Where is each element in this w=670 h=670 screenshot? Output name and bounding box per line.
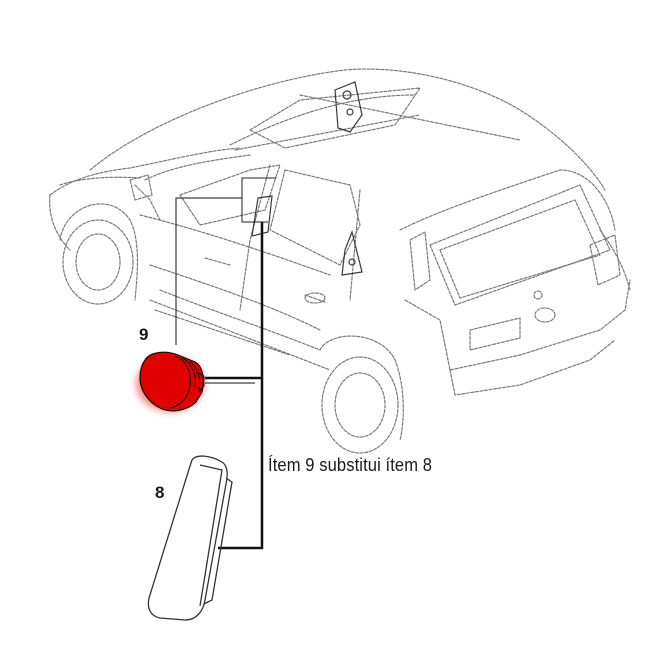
leader-lines (175, 197, 264, 550)
door-part-icon (251, 195, 273, 237)
part-8-pad-icon (147, 455, 233, 621)
callout-item-8: 8 (155, 483, 165, 502)
roof-part-icon (334, 81, 363, 133)
rear-quarter-part-icon (341, 230, 363, 276)
part-9-plug-icon (136, 351, 205, 412)
replacement-note: Ítem 9 substitui ítem 8 (268, 455, 433, 475)
car-outline-icon (49, 68, 631, 454)
door-reference-bracket (241, 177, 276, 223)
callout-item-9: 9 (139, 325, 149, 344)
